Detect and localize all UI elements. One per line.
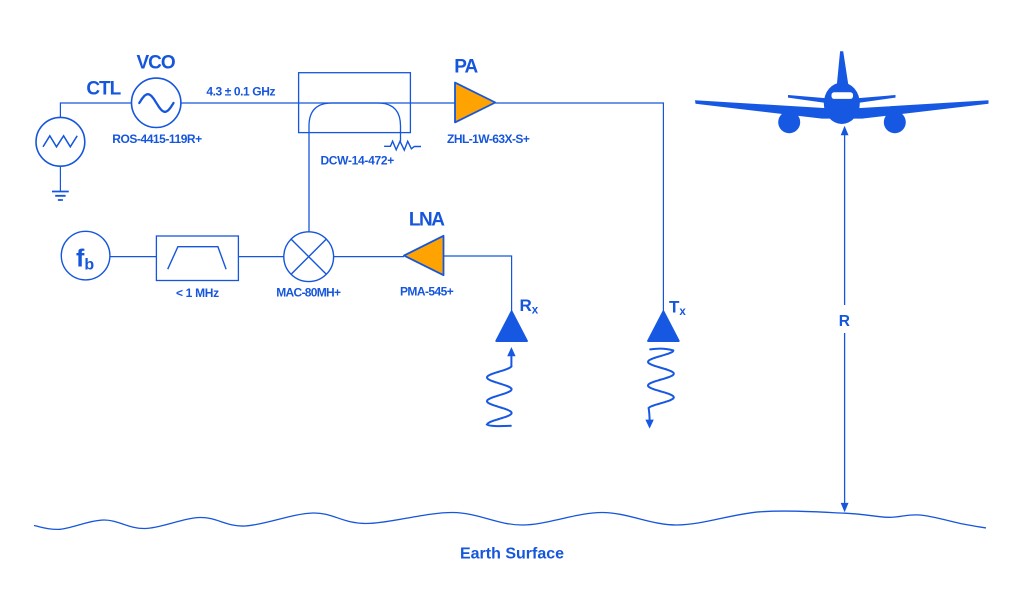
svg-text:Earth Surface: Earth Surface	[460, 546, 564, 563]
svg-text:ZHL-1W-63X-S+: ZHL-1W-63X-S+	[447, 132, 530, 146]
svg-text:R: R	[839, 313, 850, 330]
svg-text:MAC-80MH+: MAC-80MH+	[276, 285, 341, 299]
svg-text:< 1 MHz: < 1 MHz	[176, 286, 219, 300]
svg-text:PA: PA	[454, 56, 478, 77]
svg-text:ROS-4415-119R+: ROS-4415-119R+	[112, 132, 202, 146]
svg-text:4.3 ± 0.1 GHz: 4.3 ± 0.1 GHz	[206, 85, 275, 99]
svg-text:LNA: LNA	[409, 209, 445, 230]
svg-text:VCO: VCO	[137, 53, 175, 74]
svg-text:CTL: CTL	[86, 79, 121, 100]
svg-text:DCW-14-472+: DCW-14-472+	[320, 154, 394, 168]
svg-text:PMA-545+: PMA-545+	[400, 285, 454, 299]
